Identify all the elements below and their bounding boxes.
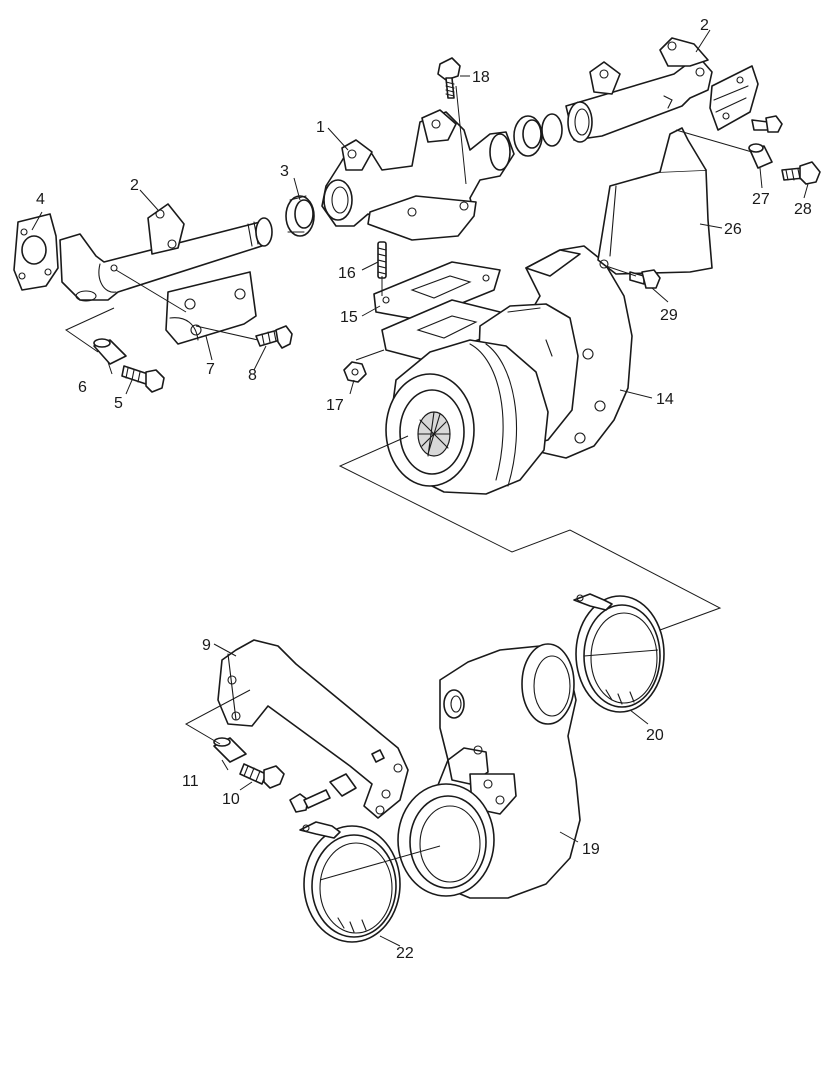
rear-heat-shield-26 [597,127,713,275]
v-band-clamp-20 [573,593,665,713]
callout-2-right: 2 [700,17,709,34]
screw-right-end [751,115,783,133]
callout-27: 27 [752,191,770,208]
sealing-ring-3 [285,195,315,237]
sealing-ring-right [513,113,563,157]
callout-29: 29 [660,307,678,324]
callout-6: 6 [78,379,87,396]
exhaust-manifold-end-left [59,203,273,302]
callout-10: 10 [222,791,240,808]
rear-screw-28 [781,161,821,185]
callout-7: 7 [206,361,215,378]
callout-28: 28 [794,201,812,218]
callout-9: 9 [202,637,211,654]
heat-shield-screw-8 [255,325,293,349]
callout-4: 4 [36,191,45,208]
bracket-screw-10 [239,763,285,789]
heat-shield-plate-7 [165,271,257,345]
spacer-sleeve-6 [93,338,127,365]
support-bracket-9 [217,639,409,819]
callout-14: 14 [656,391,674,408]
callout-16: 16 [338,265,356,282]
turbo-gasket-15 [373,261,501,321]
gasket-4 [13,213,59,291]
callout-15: 15 [340,309,358,326]
callout-2-left: 2 [130,177,139,194]
exhaust-manifold-center [321,109,515,241]
turbocharger-14 [385,245,633,495]
v-band-clamp-22 [299,821,401,943]
shield-screw-29 [629,269,661,289]
heat-shield-small-right [709,65,759,131]
callout-5: 5 [114,395,123,412]
callout-18: 18 [472,69,490,86]
flange-nut-17 [343,361,367,383]
exhaust-manifold-end-right [565,37,713,143]
bracket-screw-lower [289,773,357,813]
rear-spacer-27 [748,143,773,169]
callout-26: 26 [724,221,742,238]
stud-16 [377,241,387,279]
callout-11: 11 [182,773,199,790]
bracket-spacer-11 [213,737,247,763]
manifold-screw-18 [437,57,461,99]
exhaust-elbow-19 [397,643,581,899]
callout-22: 22 [396,945,414,962]
callout-8: 8 [248,367,257,384]
callout-20: 20 [646,727,664,744]
leader-lines [31,29,809,947]
callouts: 1 2 2 3 4 5 6 7 8 9 10 11 14 15 16 17 18… [36,17,812,962]
callout-19: 19 [582,841,600,858]
callout-3: 3 [280,163,289,180]
flange-screw-5 [121,365,165,393]
callout-1: 1 [316,119,325,136]
callout-17: 17 [326,397,344,414]
